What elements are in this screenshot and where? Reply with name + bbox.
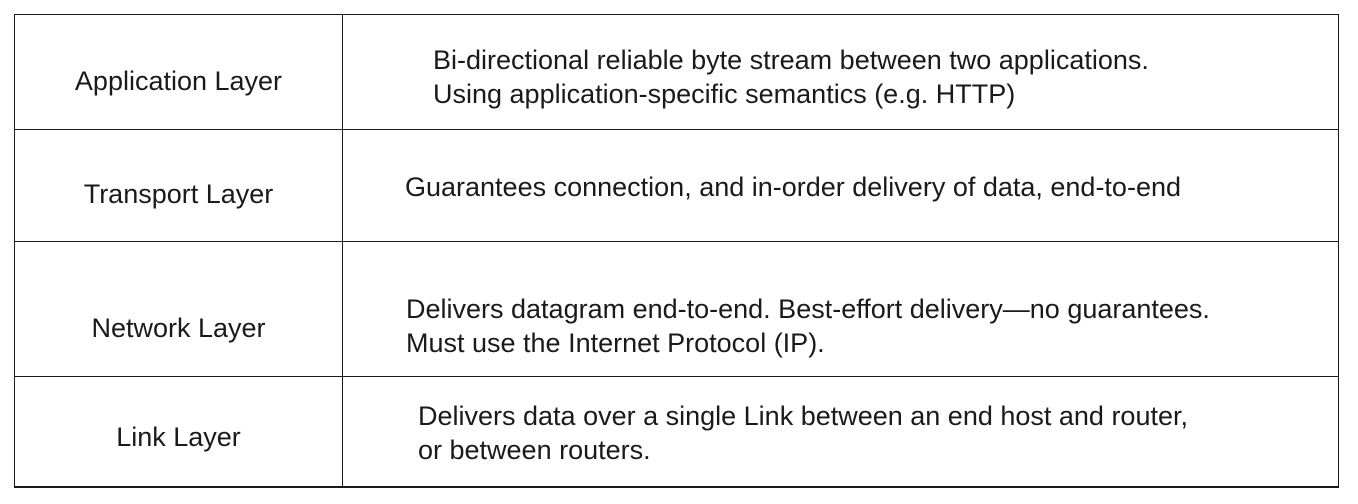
layer-description-cell-network: Delivers datagram end-to-end. Best-effor… xyxy=(343,242,1338,376)
layer-name-transport: Transport Layer xyxy=(15,130,343,241)
table-row-application: Application Layer Bi-directional reliabl… xyxy=(15,15,1338,129)
table-row-link: Link Layer Delivers data over a single L… xyxy=(15,376,1338,487)
layer-description-cell-application: Bi-directional reliable byte stream betw… xyxy=(343,15,1338,129)
description-line: Using application-specific semantics (e.… xyxy=(433,79,1016,109)
table-row-transport: Transport Layer Guarantees connection, a… xyxy=(15,129,1338,241)
layer-description-cell-transport: Guarantees connection, and in-order deli… xyxy=(343,130,1338,241)
network-layer-table: Application Layer Bi-directional reliabl… xyxy=(14,14,1339,488)
layer-name-network: Network Layer xyxy=(15,242,343,376)
description-line: Delivers data over a single Link between… xyxy=(418,401,1188,431)
description-line: or between routers. xyxy=(418,435,651,465)
table-row-network: Network Layer Delivers datagram end-to-e… xyxy=(15,241,1338,376)
layer-description-network: Delivers datagram end-to-end. Best-effor… xyxy=(406,292,1210,360)
description-line: Bi-directional reliable byte stream betw… xyxy=(433,45,1149,75)
layer-name-application: Application Layer xyxy=(15,15,343,129)
layer-name-link: Link Layer xyxy=(15,377,343,487)
layer-description-application: Bi-directional reliable byte stream betw… xyxy=(433,43,1149,111)
description-line: Guarantees connection, and in-order deli… xyxy=(405,172,1181,202)
description-line: Delivers datagram end-to-end. Best-effor… xyxy=(406,294,1210,324)
description-line: Must use the Internet Protocol (IP). xyxy=(406,328,825,358)
layer-description-link: Delivers data over a single Link between… xyxy=(418,399,1188,467)
layer-description-transport: Guarantees connection, and in-order deli… xyxy=(405,170,1181,204)
layer-description-cell-link: Delivers data over a single Link between… xyxy=(343,377,1338,487)
